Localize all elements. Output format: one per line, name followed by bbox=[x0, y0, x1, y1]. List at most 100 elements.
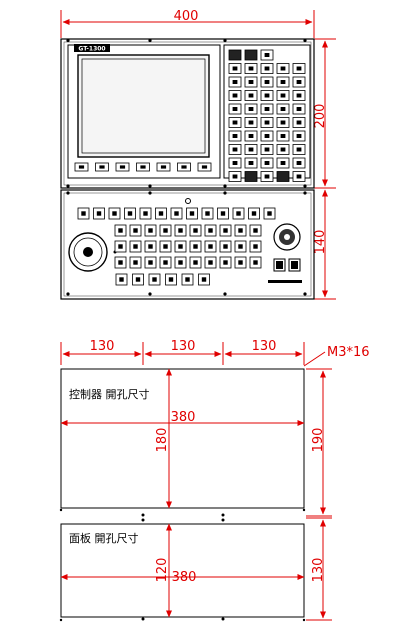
keypad-key-glyph bbox=[232, 134, 238, 138]
keypad-key-glyph bbox=[280, 147, 286, 152]
lower-height-value: 140 bbox=[313, 230, 328, 255]
soft-key-glyph bbox=[99, 165, 105, 169]
operator-key-glyph bbox=[152, 277, 157, 282]
keypad-key-glyph bbox=[248, 80, 254, 84]
panel-cutout-label: 面板 開孔尺寸 bbox=[69, 531, 139, 545]
keypad-key-glyph bbox=[296, 93, 302, 98]
operator-key-glyph bbox=[238, 228, 243, 233]
keypad-key-glyph bbox=[264, 93, 270, 98]
emergency-stop-icon bbox=[273, 258, 301, 272]
keypad-key-glyph bbox=[280, 66, 286, 71]
operator-key-glyph bbox=[178, 260, 183, 265]
operator-key-glyph bbox=[253, 260, 258, 265]
operator-key-glyph bbox=[253, 228, 258, 233]
keypad-key-glyph bbox=[232, 93, 238, 98]
operator-key-glyph bbox=[189, 211, 195, 216]
operator-key-grid bbox=[77, 207, 276, 286]
panel-cutout-inner-height: 120 bbox=[155, 558, 170, 583]
panel-cutout-outer-height: 130 bbox=[311, 558, 326, 583]
operator-key-glyph bbox=[168, 277, 174, 282]
operator-key-glyph bbox=[96, 211, 102, 216]
panel-cutout: 面板 開孔尺寸 380 120 130 bbox=[59, 517, 332, 622]
operator-key-glyph bbox=[158, 211, 164, 216]
keypad-key-glyph bbox=[296, 134, 302, 138]
panel-cutout-width: 380 bbox=[172, 570, 197, 585]
operator-key-glyph bbox=[185, 277, 190, 282]
operator-key-glyph bbox=[127, 211, 133, 216]
keypad-key-glyph bbox=[280, 120, 286, 125]
keypad-key-glyph bbox=[248, 147, 254, 152]
operator-key-glyph bbox=[135, 277, 141, 282]
keypad-key-glyph bbox=[232, 174, 238, 179]
keypad-key-glyph bbox=[296, 120, 302, 125]
keypad-key-glyph bbox=[280, 161, 286, 165]
operator-key-glyph bbox=[220, 211, 226, 216]
keypad-key-glyph bbox=[264, 134, 270, 138]
operator-key-glyph bbox=[253, 244, 258, 249]
keypad-key[interactable] bbox=[244, 171, 258, 182]
controller-keypad bbox=[228, 49, 306, 182]
right-height-dimensions: 200 140 bbox=[312, 38, 336, 300]
keypad-key-glyph bbox=[296, 107, 302, 111]
controller-cutout-inner-height: 180 bbox=[155, 428, 170, 453]
operator-key-glyph bbox=[193, 260, 198, 265]
segment-2-value: 130 bbox=[171, 339, 196, 354]
operator-key-glyph bbox=[148, 244, 153, 249]
operator-key-glyph bbox=[251, 211, 257, 216]
operator-key-glyph bbox=[238, 260, 243, 265]
operator-key-glyph bbox=[223, 244, 228, 249]
keypad-key-glyph bbox=[232, 107, 238, 111]
keypad-key-glyph bbox=[248, 161, 254, 165]
operator-key-glyph bbox=[133, 244, 138, 249]
operator-key-glyph bbox=[193, 228, 198, 233]
operator-key-glyph bbox=[174, 211, 179, 216]
operator-key-glyph bbox=[223, 260, 228, 265]
handwheel-icon bbox=[68, 232, 117, 272]
operator-key-glyph bbox=[81, 211, 86, 216]
operator-key-glyph bbox=[208, 228, 213, 233]
controller-cutout-outer-height: 190 bbox=[311, 428, 326, 453]
operator-key-glyph bbox=[163, 244, 168, 249]
operator-key-glyph bbox=[143, 211, 148, 216]
upper-height-value: 200 bbox=[313, 104, 328, 129]
soft-key-glyph bbox=[78, 165, 85, 169]
soft-key-glyph bbox=[181, 165, 187, 169]
top-width-value: 400 bbox=[174, 9, 199, 24]
keypad-key[interactable] bbox=[228, 49, 242, 61]
operator-key-glyph bbox=[133, 260, 138, 265]
screw-note: M3*16 bbox=[327, 345, 370, 360]
operator-key-glyph bbox=[238, 244, 243, 249]
operator-key-glyph bbox=[118, 228, 123, 233]
keypad-key-glyph bbox=[248, 66, 254, 71]
keypad-key[interactable] bbox=[244, 49, 258, 61]
keypad-key-glyph bbox=[264, 53, 270, 57]
keypad-key-glyph bbox=[232, 66, 238, 71]
operator-key-glyph bbox=[163, 228, 168, 233]
keypad-key-glyph bbox=[232, 147, 238, 152]
keypad-key-glyph bbox=[232, 161, 238, 165]
operator-key-glyph bbox=[193, 244, 198, 249]
keypad-key-glyph bbox=[280, 107, 286, 111]
keypad-key-glyph bbox=[264, 66, 270, 71]
keypad-key-glyph bbox=[264, 107, 270, 111]
operator-key-glyph bbox=[208, 260, 213, 265]
keypad-key-glyph bbox=[296, 161, 302, 165]
operator-key-glyph bbox=[208, 244, 213, 249]
keypad-key-glyph bbox=[264, 120, 270, 125]
keypad-key-glyph bbox=[264, 147, 270, 152]
operator-key-glyph bbox=[148, 260, 153, 265]
operator-key-glyph bbox=[178, 244, 183, 249]
soft-key-row bbox=[74, 162, 212, 172]
top-width-dimension: 400 bbox=[60, 9, 315, 38]
operator-key-glyph bbox=[148, 228, 153, 233]
soft-key-glyph bbox=[140, 165, 146, 169]
operator-key-glyph bbox=[118, 244, 123, 249]
controller-unit: GT-1300 bbox=[60, 38, 315, 189]
keypad-key[interactable] bbox=[276, 171, 290, 182]
keypad-key-glyph bbox=[296, 66, 302, 71]
keypad-key-glyph bbox=[232, 80, 238, 84]
brand-badge bbox=[74, 44, 110, 52]
keypad-key-glyph bbox=[264, 161, 270, 165]
operator-key-glyph bbox=[223, 228, 228, 233]
